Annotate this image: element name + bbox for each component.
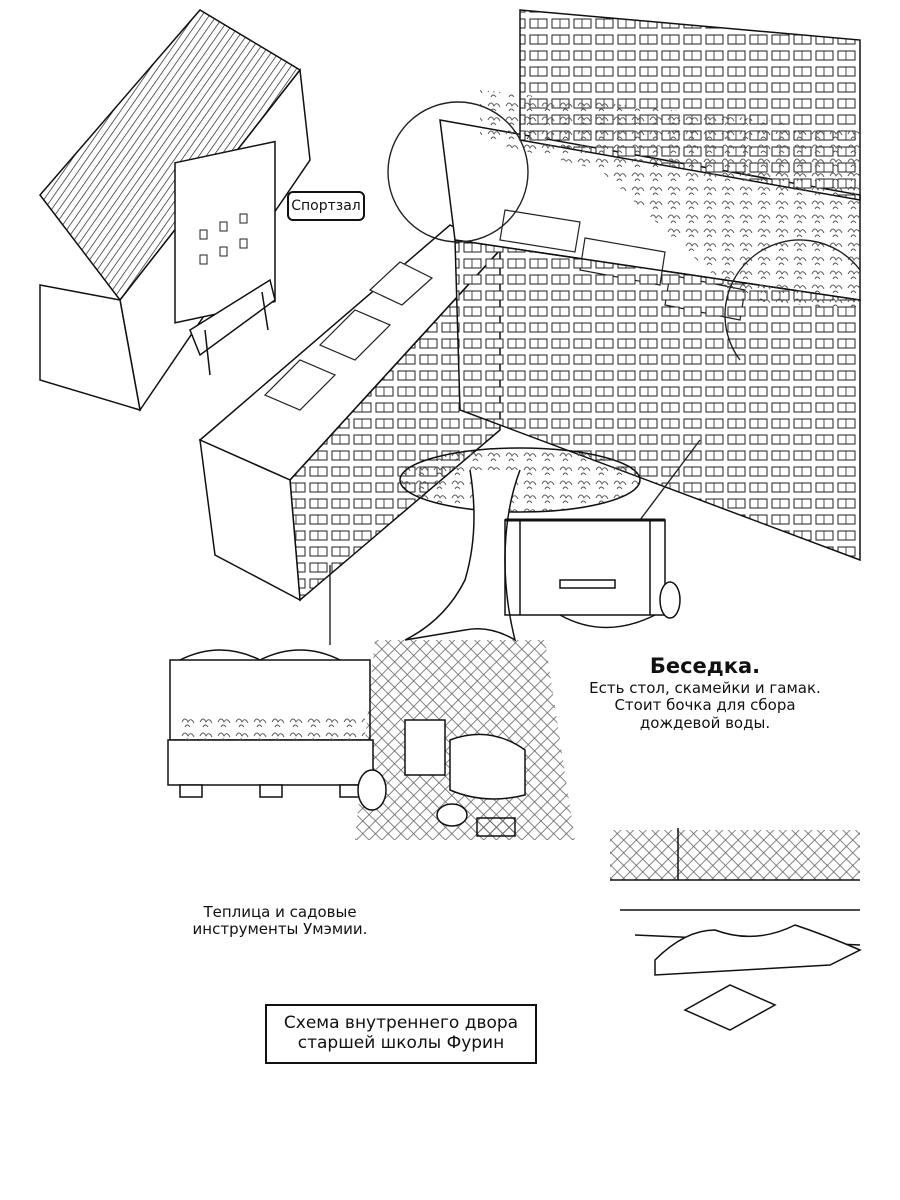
scheme-title-box: Схема внутреннего двора старшей школы Фу… xyxy=(265,1004,537,1064)
school-building xyxy=(198,9,861,602)
greenhouse-caption: Теплица и садовые инструменты Умэмии. xyxy=(192,903,368,939)
gazebo-description: Есть стол, скамейки и гамак. Стоит бочка… xyxy=(589,679,821,732)
gazebo-caption: Беседка. Есть стол, скамейки и гамак. Ст… xyxy=(575,654,835,732)
zoom-circles xyxy=(329,101,861,645)
greenhouse-illustration xyxy=(167,640,575,840)
gym-label: Спортзал xyxy=(287,191,365,221)
rooftop-detail xyxy=(610,828,862,1031)
gazebo-illustration xyxy=(399,447,681,642)
gym-building xyxy=(39,9,311,412)
gazebo-title: Беседка. xyxy=(649,654,761,678)
